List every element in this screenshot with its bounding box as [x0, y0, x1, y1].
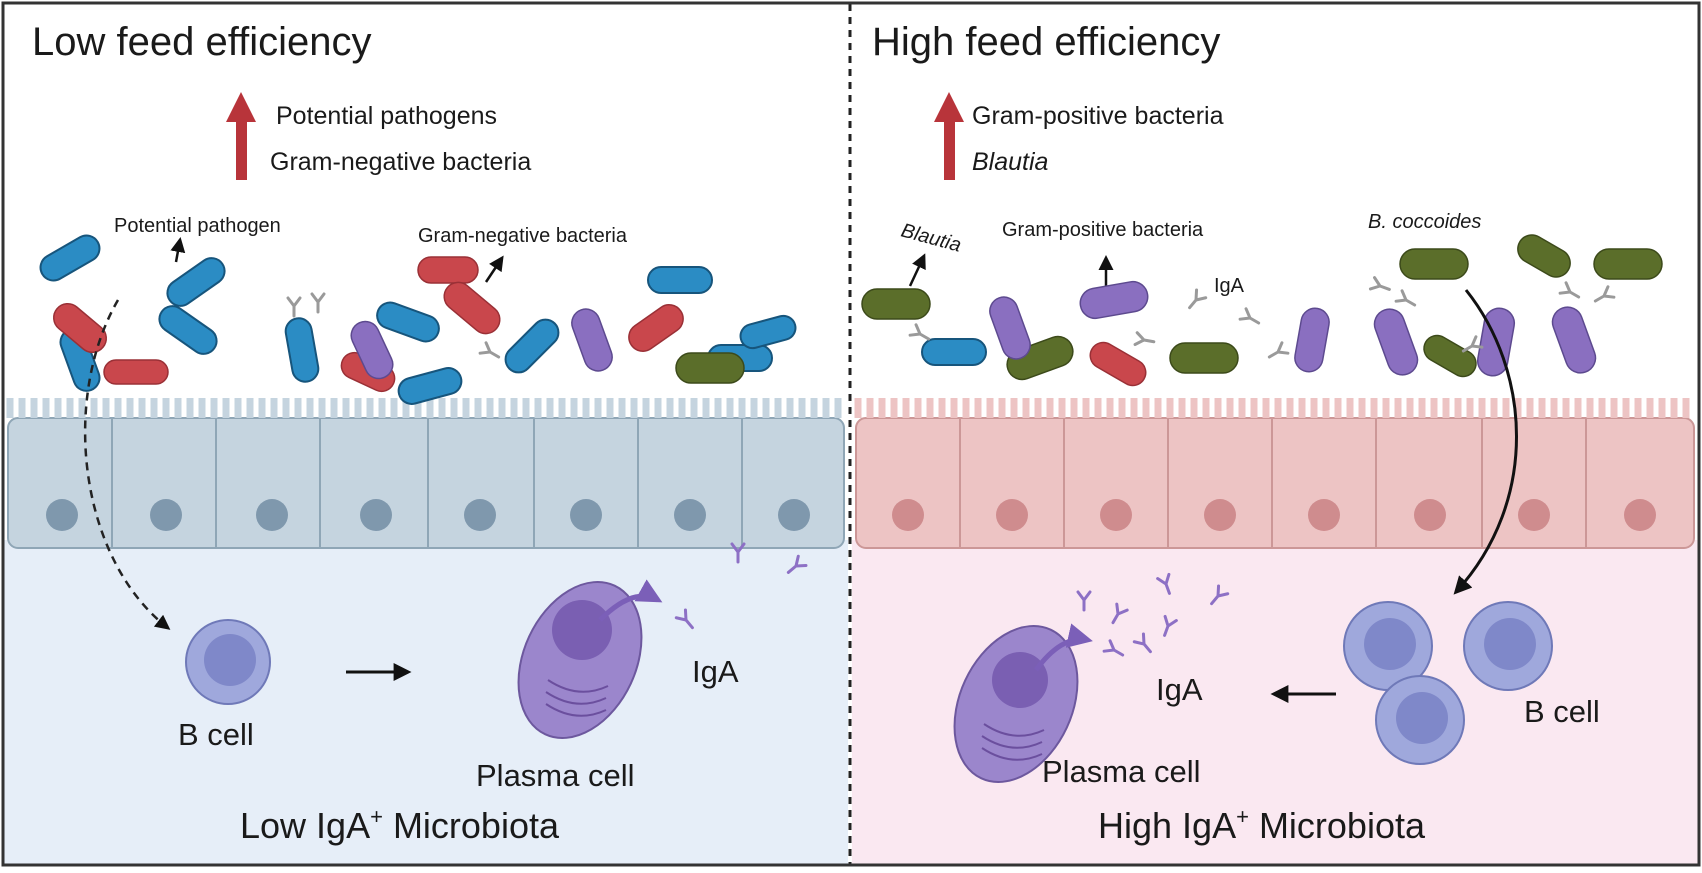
b-cell: [1375, 675, 1465, 765]
arrow-blautia: [908, 253, 926, 287]
right-increase-item-2: Blautia: [972, 148, 1049, 176]
left-dashed-transport-arrow: [83, 299, 171, 630]
label-iga-small: IgA: [1214, 275, 1245, 297]
left-lamina-propria: [4, 540, 848, 864]
left-bacteria-cluster: [39, 234, 797, 405]
right-epithelium: [854, 398, 1695, 549]
right-transport-arrow: [1453, 289, 1518, 595]
gram-positive-bacterium: [861, 234, 1663, 381]
plasma-secretion-arrow: [598, 579, 663, 622]
right-plasma-cell: [953, 625, 1079, 783]
label-gram-negative: Gram-negative bacteria: [418, 225, 628, 247]
left-increase-item-2: Gram-negative bacteria: [270, 148, 531, 176]
gram-positive-bacterium: [675, 352, 745, 384]
arrow-gram-negative: [484, 255, 504, 283]
gram-negative-bacterium: [1089, 341, 1147, 387]
left-bottom-title: Low IgA+ Microbiota: [240, 804, 560, 846]
arrow-pathogen: [170, 237, 186, 263]
right-plasma-cell-label: Plasma cell: [1042, 754, 1201, 789]
right-bottom-title: High IgA+ Microbiota: [1098, 804, 1426, 846]
right-increase-arrow: [934, 92, 964, 180]
left-epithelium: [6, 398, 845, 549]
right-iga-label: IgA: [1156, 672, 1203, 707]
right-panel: High feed efficiency Gram-positive bacte…: [852, 4, 1698, 864]
right-b-cells: [1343, 601, 1553, 765]
purple-bacterium: [350, 308, 613, 380]
left-b-cell-label: B cell: [178, 717, 254, 752]
purple-bacterium: [989, 280, 1597, 377]
right-increase-item-1: Gram-positive bacteria: [972, 102, 1224, 130]
left-b-cell: [185, 619, 271, 705]
label-b-coccoides: B. coccoides: [1368, 211, 1481, 233]
right-title: High feed efficiency: [872, 20, 1220, 64]
left-plasma-cell: [517, 581, 643, 739]
right-bacteria-cluster: [861, 234, 1663, 387]
left-panel: Low feed efficiency Potential pathogens …: [4, 4, 848, 864]
b-cell: [1463, 601, 1553, 691]
plasma-secretion-arrow-right: [1033, 623, 1093, 672]
right-b-cell-label: B cell: [1524, 694, 1600, 729]
left-title: Low feed efficiency: [32, 20, 371, 64]
left-increase-item-1: Potential pathogens: [276, 102, 497, 130]
b-cell: [1343, 601, 1433, 691]
left-increase-arrow: [226, 92, 256, 180]
left-iga-label: IgA: [692, 654, 739, 689]
pathogen-bacterium: [921, 338, 987, 366]
label-potential-pathogen: Potential pathogen: [114, 215, 281, 237]
label-gram-positive: Gram-positive bacteria: [1002, 219, 1204, 241]
left-plasma-cell-label: Plasma cell: [476, 758, 635, 793]
pathogen-bacterium: [39, 234, 797, 405]
